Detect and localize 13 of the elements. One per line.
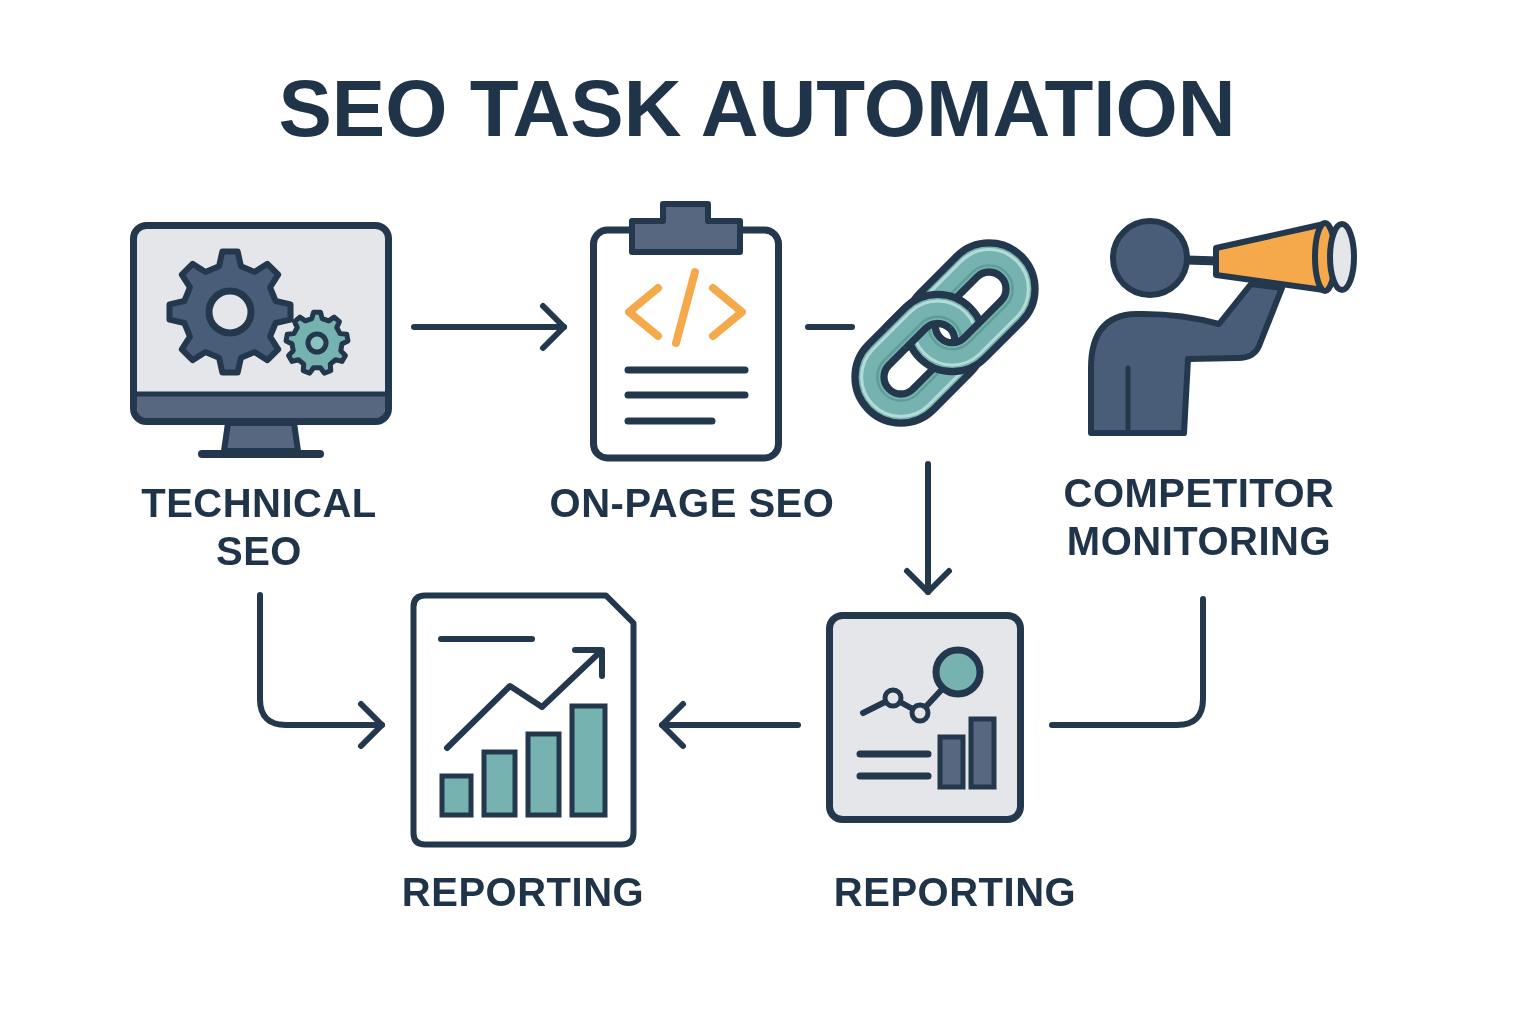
connector-line	[1049, 596, 1206, 728]
connector-line	[805, 324, 855, 330]
step-label: REPORTING	[833, 869, 1077, 916]
arrow	[904, 461, 952, 595]
arrow	[659, 701, 801, 749]
step-label: ON-PAGE SEO	[549, 480, 835, 527]
title: SEO TASK AUTOMATION	[278, 68, 1236, 150]
step-label: REPORTING	[401, 869, 645, 916]
arrow	[257, 592, 385, 749]
arrow	[411, 303, 567, 351]
step-label: COMPETITOR MONITORING	[1062, 470, 1336, 565]
step-label: TECHNICAL SEO	[140, 480, 378, 575]
chain-link-icon	[852, 240, 1038, 426]
